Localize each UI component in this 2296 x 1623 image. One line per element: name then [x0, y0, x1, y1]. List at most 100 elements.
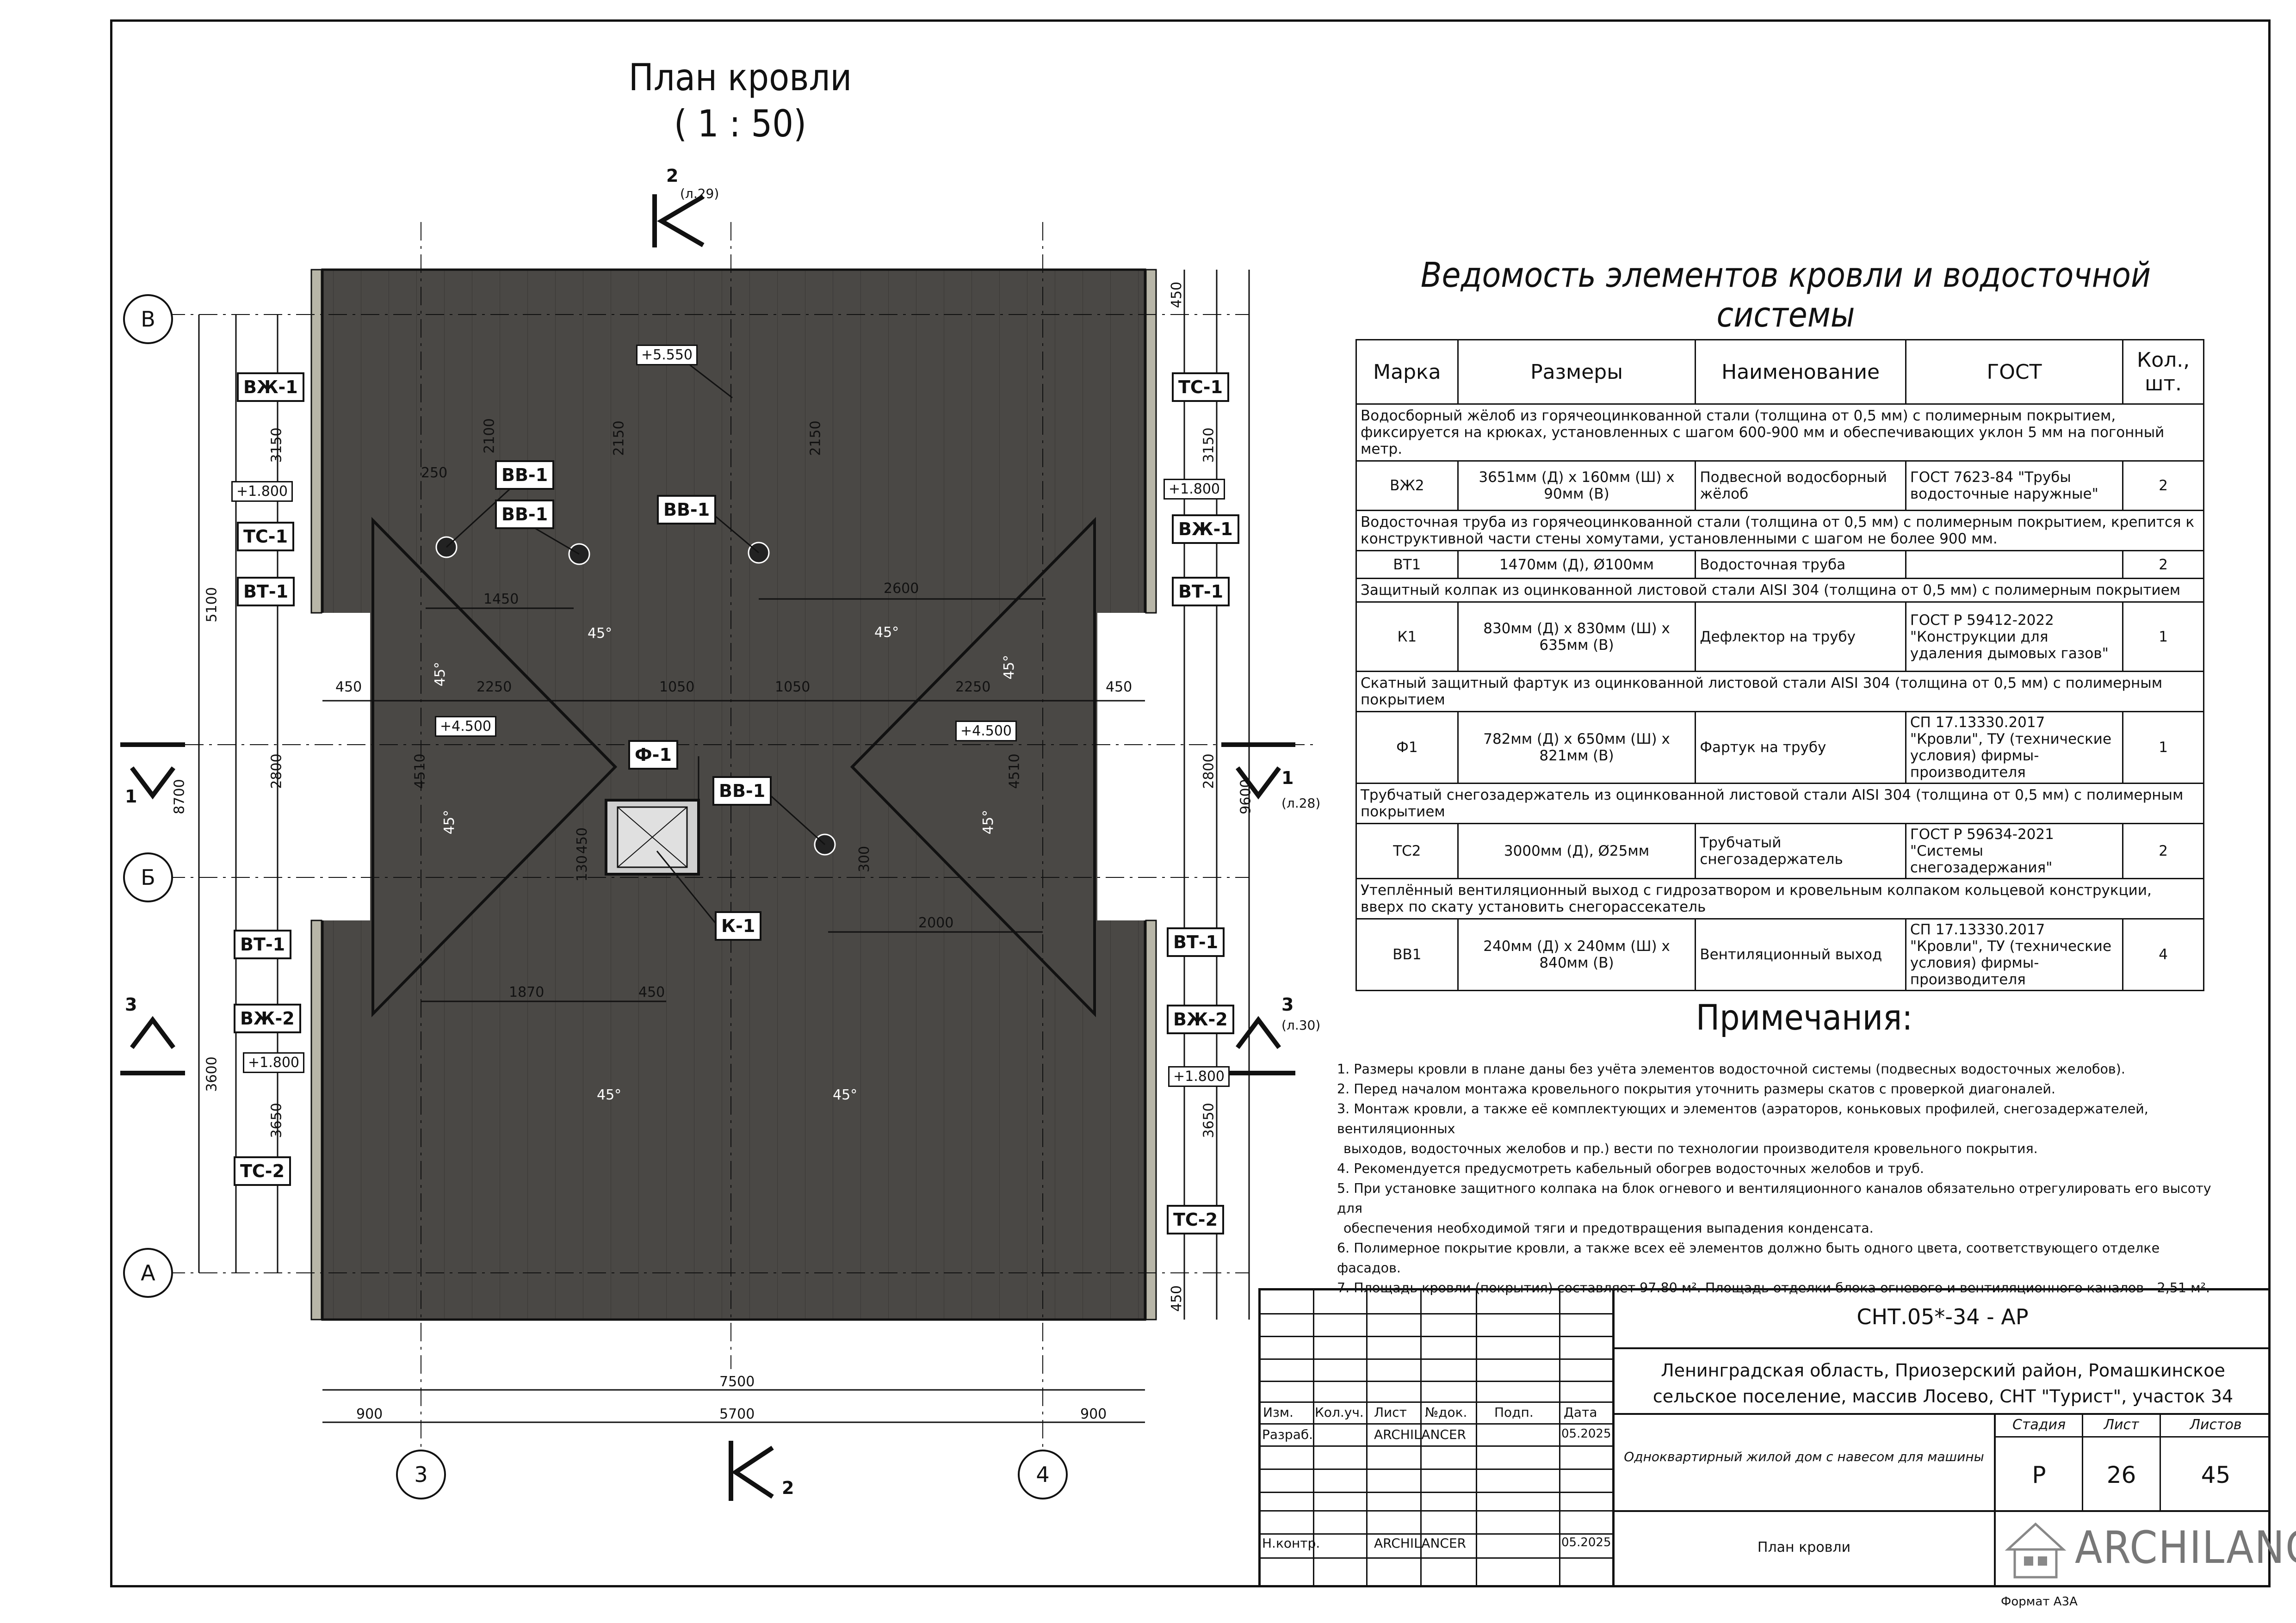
level-left-mid: +4.500 — [435, 716, 497, 737]
roof-plan-scale: ( 1 : 50) — [674, 102, 807, 145]
note-item: обеспечения необходимой тяги и предотвра… — [1343, 1221, 1874, 1236]
label-vt1-left: ВТ-1 — [237, 577, 295, 606]
sheet-header: Лист — [2104, 1417, 2139, 1433]
stage-value: Р — [2032, 1462, 2046, 1488]
note-item: 5. При установке защитного колпака на бл… — [1337, 1181, 2211, 1216]
dim-2100: 2100 — [481, 418, 498, 454]
schedule-name: Фартук на трубу — [1695, 711, 1906, 784]
dim-5100: 5100 — [204, 587, 220, 623]
dim-2600: 2600 — [884, 580, 919, 597]
dim-4510-l: 4510 — [412, 753, 428, 789]
dim-4510-r: 4510 — [1006, 753, 1023, 789]
title-block: Изм. Кол.уч. Лист №док. Подп. Дата Разра… — [1258, 1288, 2296, 1587]
schedule-title: Ведомость элементов кровли и водосточной… — [1420, 255, 2151, 335]
schedule-mark: ВВ1 — [1355, 918, 1459, 991]
roof-plan-title-text: План кровли — [628, 56, 852, 99]
axis-B: Б — [141, 865, 155, 890]
sheet-value: 26 — [2106, 1462, 2136, 1488]
note-item: 7. Площадь кровли (покрытия) составляет … — [1337, 1278, 2225, 1298]
dim-3650-r: 3650 — [1201, 1103, 1217, 1138]
schedule-gost: ГОСТ Р 59634-2021 "Системы снегозадержан… — [1905, 823, 2124, 879]
schedule-row: К1 830мм (Д) х 830мм (Ш) х 635мм (В) Деф… — [1355, 601, 2204, 672]
dim-1050-l: 1050 — [659, 679, 695, 695]
level-left-lower: +1.800 — [243, 1052, 305, 1073]
dim-2150-b: 2150 — [807, 420, 824, 456]
gutter-right-top — [1145, 269, 1157, 614]
note-item: 6. Полимерное покрытие кровли, а также в… — [1337, 1240, 2160, 1276]
schedule-mark: Ф1 — [1355, 711, 1459, 784]
col-data: Дата — [1564, 1405, 1597, 1420]
schedule-row: ВЖ2 3651мм (Д) х 160мм (Ш) х 90мм (В) По… — [1355, 460, 2204, 511]
dim-7500: 7500 — [719, 1374, 755, 1390]
schedule-mark: ТС2 — [1355, 823, 1459, 879]
label-ts1-right: ТС-1 — [1172, 372, 1230, 402]
section-1-number: 1 — [1281, 768, 1294, 788]
schedule-header-row: Марка Размеры Наименование ГОСТ Кол., шт… — [1355, 339, 2204, 405]
label-vt1-left-2: ВТ-1 — [234, 930, 292, 959]
dim-2250-r: 2250 — [955, 679, 991, 695]
col-izm: Изм. — [1263, 1405, 1293, 1420]
label-vt1-right: ВТ-1 — [1172, 577, 1230, 606]
schedule-size: 3651мм (Д) х 160мм (Ш) х 90мм (В) — [1457, 460, 1696, 511]
dim-1450: 1450 — [483, 591, 519, 607]
dim-2800-r: 2800 — [1201, 753, 1217, 789]
notes-title: Примечания: — [1696, 997, 1913, 1038]
section-2-number: 2 — [666, 166, 679, 186]
schedule-name: Трубчатый снегозадержатель — [1695, 823, 1906, 879]
notes-list: 1. Размеры кровли в плане даны без учёта… — [1337, 1059, 2225, 1298]
label-vv1-a: ВВ-1 — [495, 460, 555, 490]
label-ts2-left: ТС-2 — [234, 1156, 291, 1186]
label-vzh1-left: ВЖ-1 — [237, 372, 304, 402]
schedule-group-desc: Утеплённый вентиляционный выход с гидроз… — [1355, 878, 2204, 919]
dim-450-r2: 450 — [1169, 1285, 1185, 1312]
slope-7: 45° — [597, 1087, 622, 1103]
format-label: Формат А3А — [2001, 1595, 2078, 1609]
col-ndok: №док. — [1425, 1405, 1467, 1420]
level-right-lower: +1.800 — [1168, 1066, 1230, 1087]
slope-5: 45° — [441, 809, 458, 835]
schedule-name: Подвесной водосборный жёлоб — [1695, 460, 1906, 511]
level-left-upper: +1.800 — [231, 481, 293, 502]
schedule-gost: ГОСТ 7623-84 "Трубы водосточные наружные… — [1905, 460, 2124, 511]
schedule-size: 1470мм (Д), Ø100мм — [1457, 550, 1696, 579]
stage-header: Стадия — [2012, 1417, 2066, 1433]
schedule-gost: ГОСТ Р 59412-2022 "Конструкции для удале… — [1905, 601, 2124, 672]
gutter-left-top — [310, 269, 322, 614]
schedule-mark: К1 — [1355, 601, 1459, 672]
section-3-sheet: (л.30) — [1281, 1018, 1321, 1033]
schedule-size: 830мм (Д) х 830мм (Ш) х 635мм (В) — [1457, 601, 1696, 672]
razrab-label: Разраб. — [1262, 1427, 1313, 1442]
dim-900-right: 900 — [1080, 1406, 1107, 1422]
col-kol: Кол.уч. — [1315, 1405, 1364, 1420]
label-k1: К-1 — [715, 911, 762, 941]
sheets-value: 45 — [2201, 1462, 2231, 1488]
nkontr-author: ARCHILANCER — [1374, 1536, 1467, 1551]
dim-8700: 8700 — [171, 779, 188, 815]
schedule-header-gost: ГОСТ — [1905, 339, 2124, 405]
label-vv1-b: ВВ-1 — [495, 500, 555, 529]
note-item: выходов, водосточных желобов и пр.) вест… — [1343, 1141, 2038, 1156]
note-item: 1. Размеры кровли в плане даны без учёта… — [1337, 1061, 2125, 1077]
schedule-name: Водосточная труба — [1695, 550, 1906, 579]
gutter-right-bottom — [1145, 919, 1157, 1321]
schedule-row: ТС2 3000мм (Д), Ø25мм Трубчатый снегозад… — [1355, 823, 2204, 879]
note-item: 2. Перед началом монтажа кровельного пок… — [1337, 1081, 2055, 1097]
dim-9600: 9600 — [1238, 779, 1254, 815]
dim-5700: 5700 — [719, 1406, 755, 1422]
schedule-header-name: Наименование — [1695, 339, 1906, 405]
dim-450-r1: 450 — [1169, 281, 1185, 309]
section-1-sheet: (л.28) — [1281, 796, 1321, 811]
dim-900-left: 900 — [356, 1406, 383, 1422]
axis-4: 4 — [1036, 1462, 1050, 1487]
nkontr-label: Н.контр. — [1262, 1536, 1320, 1551]
schedule-name: Вентиляционный выход — [1695, 918, 1906, 991]
dim-3600: 3600 — [204, 1056, 220, 1092]
schedule-size: 240мм (Д) х 240мм (Ш) х 840мм (В) — [1457, 918, 1696, 991]
schedule-row: Ф1 782мм (Д) х 650мм (Ш) х 821мм (В) Фар… — [1355, 711, 2204, 784]
schedule-group-desc: Водосточная труба из горячеоцинкованной … — [1355, 510, 2204, 551]
dim-450-b: 450 — [638, 984, 665, 1000]
slope-2: 45° — [874, 624, 899, 641]
axis-A: А — [141, 1260, 155, 1285]
gutter-left-bottom — [310, 919, 322, 1321]
dim-450-tl: 450 — [335, 679, 362, 695]
